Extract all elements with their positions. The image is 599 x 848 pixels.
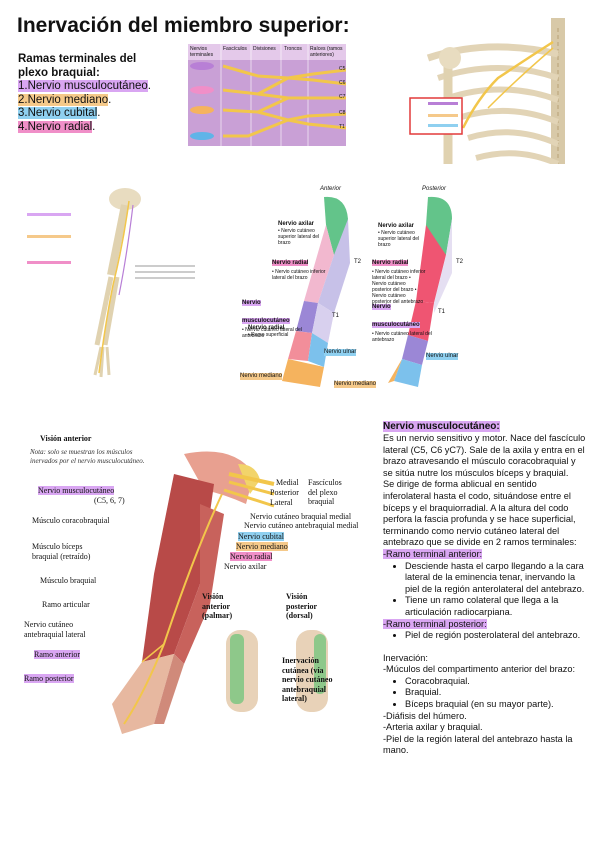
post-radial-label: Nervio radial • Nervio cutáneo inferior … bbox=[372, 260, 426, 305]
lbl-cutaneo-braquial-medial: Nervio cutáneo braquial medial bbox=[250, 512, 352, 521]
ramo-anterior-heading: -Ramo terminal anterior: bbox=[383, 548, 483, 559]
page-title: Inervación del miembro superior: bbox=[17, 14, 350, 37]
plexus-root-c7: C7 bbox=[339, 94, 346, 100]
list-item: Piel de región posterolateral del antebr… bbox=[405, 630, 587, 642]
lbl-posterior: Posterior bbox=[270, 488, 299, 497]
lbl-coracobraquial: Músculo coracobraquial bbox=[32, 516, 110, 525]
post-t2-label: T2 bbox=[456, 259, 464, 265]
lbl-cutaneo-antebraquial-medial: Nervio cutáneo antebraquial medial bbox=[244, 521, 359, 530]
lbl-biceps: Músculo bíceps braquial (retraído) bbox=[32, 542, 91, 561]
post-axilar-label: Nervio axilar • Nervio cutáneo superior … bbox=[378, 223, 420, 248]
lbl-inervacion-cutanea: Inervación cutánea (vía nervio cutáneo a… bbox=[282, 656, 333, 703]
anatomy-title: Visión anterior bbox=[40, 434, 92, 443]
lbl-fasciculos: Fascículos del plexo braquial bbox=[308, 478, 342, 506]
lbl-musculocutaneo: Nervio musculocutáneo bbox=[38, 486, 115, 495]
plexus-header-troncos: Troncos bbox=[284, 46, 302, 52]
ant-t2-label: T2 bbox=[354, 259, 362, 265]
shoulder-skeleton-svg bbox=[409, 18, 565, 167]
ant-cubital-label: Nervio ulnar bbox=[324, 349, 357, 356]
plexus-header-fasciculos: Fascículos bbox=[223, 46, 247, 52]
list-item: Braquial. bbox=[405, 687, 587, 699]
inervacion-heading: Inervación: bbox=[383, 652, 428, 663]
intro-item-4: 4.Nervio radial. bbox=[18, 120, 96, 133]
inervacion-extra-1: -Diáfisis del húmero. bbox=[383, 710, 467, 721]
lbl-mediano: Nervio mediano bbox=[236, 542, 288, 551]
plexus-header-divisiones: Divisiones bbox=[253, 46, 276, 52]
plexus-header-nervios: Nervios terminales bbox=[190, 46, 214, 58]
lbl-ramo-articular: Ramo articular bbox=[42, 600, 90, 609]
list-item: Tiene un ramo colateral que llega a la a… bbox=[405, 595, 587, 618]
intro-block: Ramas terminales del plexo braquial: 1.N… bbox=[18, 53, 178, 134]
inervacion-extra-2: -Arteria axilar y braquial. bbox=[383, 722, 483, 733]
plexus-root-c5: C5 bbox=[339, 66, 346, 72]
lbl-c567: (C5, 6, 7) bbox=[94, 496, 125, 505]
lbl-ramo-anterior: Ramo anterior bbox=[34, 650, 80, 659]
ant-radial-label: Nervio radial • Nervio cutáneo inferior … bbox=[272, 260, 326, 281]
lbl-ramo-posterior: Ramo posterior bbox=[24, 674, 74, 683]
arm-skeleton-svg bbox=[27, 188, 195, 378]
inervacion-musculos: -Múculos del compartimento anterior del … bbox=[383, 664, 576, 675]
anatomy-note: Nota: solo se muestran los músculos iner… bbox=[30, 448, 145, 465]
intro-item-3: 3.Nervio cubital. bbox=[18, 107, 101, 119]
ramo-anterior-list: Desciende hasta el carpo llegando a la c… bbox=[383, 561, 587, 619]
anatomy-figure: Visión anterior Nota: solo se muestran l… bbox=[24, 434, 366, 744]
lbl-axilar: Nervio axilar bbox=[224, 562, 267, 571]
lbl-vision-anterior-palmar: Visión anterior (palmar) bbox=[202, 592, 233, 620]
intro-heading-1: Ramas terminales del bbox=[18, 53, 137, 65]
text-panel-heading: Nervio musculocutáneo: bbox=[383, 421, 500, 432]
intro-item-1: 1.Nervio musculocutáneo. bbox=[18, 80, 151, 92]
ant-musculo-label: Nervio musculocutáneo • Nervio cutáneo l… bbox=[242, 300, 302, 339]
plexus-root-c8: C8 bbox=[339, 110, 346, 116]
dermatome-posterior-title: Posterior bbox=[422, 186, 447, 192]
arm-skeleton-illustration bbox=[25, 185, 205, 380]
ant-mediano-label: Nervio mediano bbox=[240, 373, 283, 380]
ant-axilar-label: Nervio axilar • Nervio cutáneo superior … bbox=[278, 221, 320, 246]
dermatome-figure: Anterior Posterior Nervio axilar • Nervi… bbox=[238, 183, 470, 391]
intro-heading-2: plexo braquial: bbox=[18, 66, 100, 79]
plexus-header-raices: Raíces (ramos anteriores) bbox=[310, 46, 343, 58]
plexus-root-t1: T1 bbox=[339, 124, 345, 130]
intro-item-2: 2.Nervio mediano. bbox=[18, 93, 112, 106]
post-t1-label: T1 bbox=[438, 309, 446, 315]
ramo-posterior-heading: -Ramo terminal posterior: bbox=[383, 618, 487, 629]
ant-radial2-label: Nervio radial • Ramo superficial bbox=[248, 325, 289, 338]
plexus-diagram-svg bbox=[188, 44, 347, 146]
lbl-lateral: Lateral bbox=[270, 498, 293, 507]
text-panel: Nervio musculocutáneo: Es un nervio sens… bbox=[383, 421, 587, 757]
list-item: Coracobraquial. bbox=[405, 676, 587, 688]
plexus-root-c6: C6 bbox=[339, 80, 346, 86]
lbl-vision-posterior-dorsal: Visión posterior (dorsal) bbox=[286, 592, 317, 620]
text-panel-paragraph-1: Es un nervio sensitivo y motor. Nace del… bbox=[383, 433, 586, 478]
dermatome-anterior-title: Anterior bbox=[320, 186, 342, 192]
musculos-list: Coracobraquial. Braquial. Bíceps braquia… bbox=[383, 676, 587, 711]
inervacion-extra-3: -Piel de la región lateral del antebrazo… bbox=[383, 733, 573, 756]
lbl-cutaneo-lateral: Nervio cutáneo antebraquial lateral bbox=[24, 620, 86, 639]
post-musculo-label: Nervio musculocutáneo • Nervio cutáneo l… bbox=[372, 304, 432, 343]
post-mediano-label: Nervio mediano bbox=[334, 381, 377, 388]
lbl-radial: Nervio radial bbox=[230, 552, 273, 561]
plexus-diagram: Nervios terminales Fascículos Divisiones… bbox=[188, 44, 347, 146]
dermatome-arms-svg bbox=[282, 196, 452, 387]
list-item: Desciende hasta el carpo llegando a la c… bbox=[405, 561, 587, 596]
text-panel-paragraph-2: Se dirige de forma ablicual en sentido i… bbox=[383, 479, 577, 548]
lbl-cubital: Nervio cubital bbox=[238, 532, 284, 541]
anatomy-muscles-svg bbox=[112, 451, 328, 734]
post-cubital-label: Nervio ulnar bbox=[426, 353, 459, 360]
lbl-braquial: Músculo braquial bbox=[40, 576, 97, 585]
shoulder-illustration bbox=[408, 18, 588, 167]
list-item: Bíceps braquial (en su mayor parte). bbox=[405, 699, 587, 711]
lbl-medial: Medial bbox=[276, 478, 299, 487]
ramo-posterior-list: Piel de región posterolateral del antebr… bbox=[383, 630, 587, 642]
ant-t1-label: T1 bbox=[332, 313, 340, 319]
